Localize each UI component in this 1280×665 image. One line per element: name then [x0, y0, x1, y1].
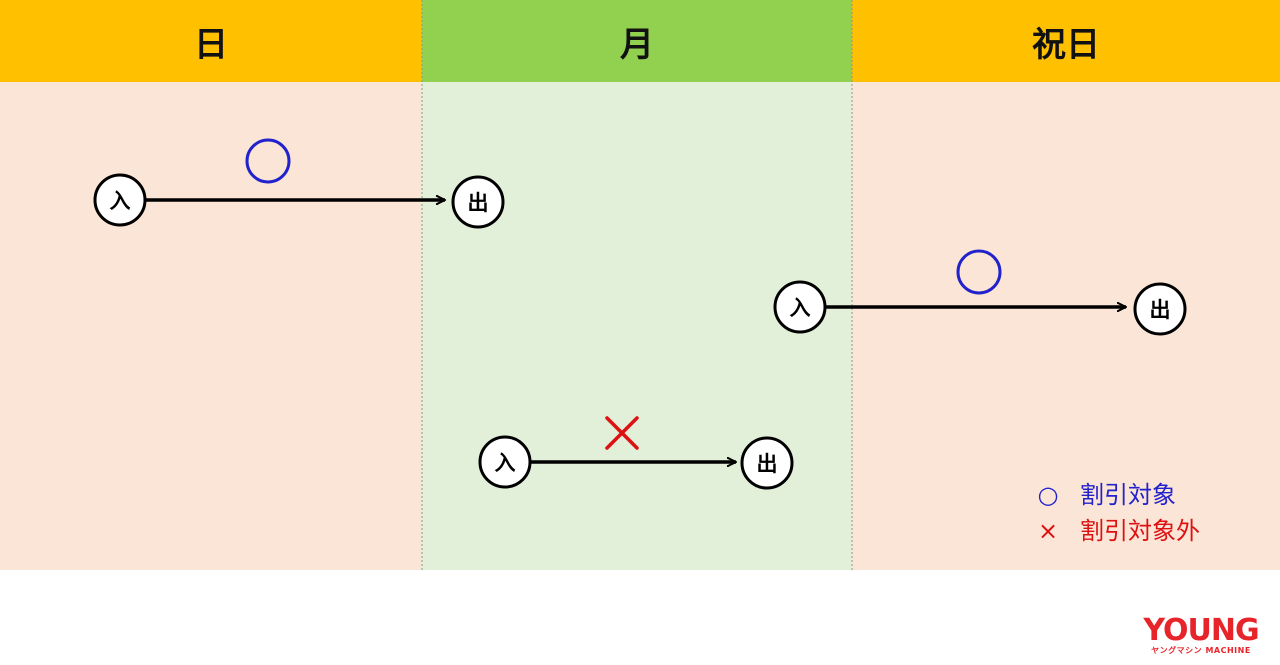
- trip-holiday-exit-label: 出: [1150, 298, 1171, 322]
- trip-holiday-entry-node: [773, 280, 827, 334]
- column-header-sunday-label: 日: [194, 25, 228, 65]
- column-sunday-body: [0, 82, 422, 570]
- trip-sunday-entry-label: 入: [110, 189, 131, 213]
- legend-item-discount-symbol: ○: [1038, 481, 1059, 509]
- trip-monday: 入 出: [478, 416, 794, 490]
- trip-sunday-exit-node: [451, 175, 505, 229]
- column-monday-header: [422, 0, 852, 82]
- logo-main-text: YOUNG: [1143, 613, 1259, 648]
- trip-holiday-result-circle: [956, 249, 1002, 295]
- trip-monday-entry-node: [478, 435, 532, 489]
- trip-holiday-entry-label: 入: [790, 296, 811, 320]
- trip-holiday: 入 出: [773, 249, 1187, 336]
- column-header-holiday-label: 祝日: [1032, 25, 1100, 65]
- trip-monday-exit-node: [740, 436, 794, 490]
- column-holiday-body: [852, 82, 1280, 570]
- trip-monday-entry-label: 入: [495, 451, 516, 475]
- legend-item-not-discount-text: 割引対象外: [1080, 517, 1200, 545]
- trip-sunday: 入 出: [93, 138, 505, 229]
- trip-holiday-exit-node: [1133, 282, 1187, 336]
- column-sunday-header: [0, 0, 422, 82]
- column-sunday: [0, 0, 422, 570]
- column-monday: [422, 0, 852, 570]
- legend-item-not-discount-symbol: ×: [1038, 517, 1058, 545]
- legend-item-discount-text: 割引対象: [1080, 481, 1176, 509]
- trip-sunday-entry-node: [93, 173, 147, 227]
- trip-sunday-exit-label: 出: [468, 191, 489, 215]
- column-header-monday-label: 月: [620, 25, 654, 65]
- trip-monday-exit-label: 出: [757, 452, 778, 476]
- young-machine-logo: YOUNG ヤングマシン MACHINE: [1136, 616, 1266, 655]
- column-holiday-header: [852, 0, 1280, 82]
- column-monday-body: [422, 82, 852, 570]
- column-holiday: [852, 0, 1280, 570]
- trip-sunday-result-circle: [245, 138, 291, 184]
- legend: ○ 割引対象 × 割引対象外: [1038, 481, 1200, 545]
- logo-sub-text: ヤングマシン MACHINE: [1151, 646, 1251, 655]
- trip-monday-result-cross: [605, 416, 639, 450]
